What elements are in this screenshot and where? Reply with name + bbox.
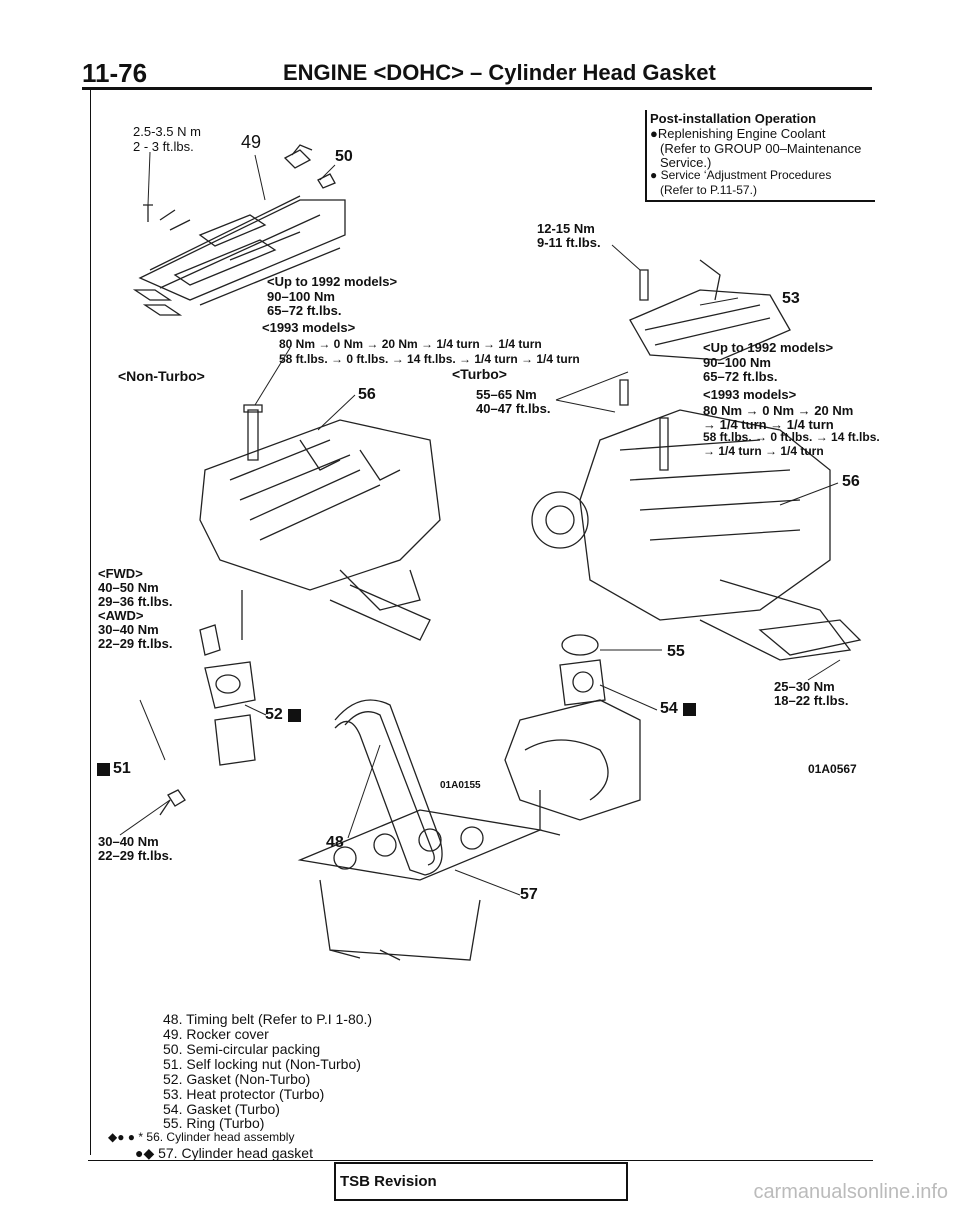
page-number: 11-76 <box>82 58 148 88</box>
timing-belt-drawing <box>334 699 443 876</box>
leader-lines <box>119 151 841 896</box>
torque-spec: <AWD> <box>98 608 144 623</box>
torque-spec: 80 Nm → 0 Nm → 20 Nm → 1/4 turn → 1/4 tu… <box>279 337 542 351</box>
callout-54: 54 <box>660 700 678 717</box>
torque-spec: 65–72 ft.lbs. <box>703 369 778 384</box>
torque-spec: 25–30 Nm <box>774 679 835 694</box>
torque-spec: 2.5-3.5 N m <box>133 124 201 139</box>
torque-spec: 55–65 Nm <box>476 387 537 402</box>
torque-spec: <Up to 1992 models> <box>703 340 834 355</box>
torque-spec: 29–36 ft.lbs. <box>98 594 173 609</box>
torque-spec: 9-11 ft.lbs. <box>537 235 601 250</box>
torque-spec: 18–22 ft.lbs. <box>774 693 849 708</box>
torque-spec: 65–72 ft.lbs. <box>267 303 342 318</box>
torque-spec: 40–47 ft.lbs. <box>476 401 551 416</box>
callout-50: 50 <box>335 148 353 165</box>
packing-50-drawing <box>143 144 336 222</box>
legend-item: ◆● ● * 56. Cylinder head assembly <box>108 1130 295 1144</box>
new-part-mark <box>683 703 696 716</box>
torque-spec: 22–29 ft.lbs. <box>98 848 173 863</box>
left-margin-rule <box>90 90 91 1155</box>
torque-spec: <1993 models> <box>262 320 356 335</box>
torque-spec: 30–40 Nm <box>98 622 159 637</box>
callout-57: 57 <box>520 886 538 903</box>
callout-55: 55 <box>667 643 685 660</box>
legend-item: 54. Gasket (Turbo) <box>163 1101 280 1117</box>
callout-56: 56 <box>358 386 376 403</box>
torque-spec: <1993 models> <box>703 387 797 402</box>
torque-spec: 12-15 Nm <box>537 221 595 236</box>
legend-item: 53. Heat protector (Turbo) <box>163 1086 325 1102</box>
non-turbo-head-drawing <box>199 404 441 641</box>
figure-id: 01A0567 <box>808 762 857 776</box>
torque-spec: <FWD> <box>98 566 143 581</box>
callout-51: 51 <box>113 760 131 777</box>
post-install-line: (Refer to P.11-57.) <box>660 183 757 197</box>
page-title: ENGINE <DOHC> – Cylinder Head Gasket <box>283 60 716 85</box>
callout-48: 48 <box>326 834 344 851</box>
legend-item: ●◆ 57. Cylinder head gasket <box>135 1145 313 1161</box>
post-installation-box <box>645 110 875 202</box>
post-install-line: ● Service ‘Adjustment Procedures <box>650 168 832 182</box>
callout-53: 53 <box>782 290 800 307</box>
torque-spec: 90–100 Nm <box>703 355 771 370</box>
variant-turbo: <Turbo> <box>452 366 507 382</box>
tsb-revision-box <box>334 1162 628 1201</box>
exhaust-manifold-drawing <box>159 624 256 816</box>
footer-rule <box>88 1160 873 1161</box>
torque-spec: <Up to 1992 models> <box>267 274 398 289</box>
torque-spec: → 1/4 turn → 1/4 turn <box>703 417 834 432</box>
torque-spec: 58 ft.lbs. → 0 ft.lbs. → 14 ft.lbs. → 1/… <box>279 352 580 366</box>
torque-spec: 2 - 3 ft.lbs. <box>133 139 194 154</box>
legend-item: 48. Timing belt (Refer to P.I 1-80.) <box>163 1011 373 1027</box>
callout-52: 52 <box>265 706 283 723</box>
torque-spec: 80 Nm → 0 Nm → 20 Nm <box>703 403 854 418</box>
torque-spec: 90–100 Nm <box>267 289 335 304</box>
new-part-mark <box>288 709 301 722</box>
post-install-line: Service.) <box>660 155 712 170</box>
legend-item: 52. Gasket (Non-Turbo) <box>163 1071 311 1087</box>
rocker-cover-drawing <box>132 195 346 316</box>
torque-spec: 40–50 Nm <box>98 580 159 595</box>
legend-item: 55. Ring (Turbo) <box>163 1115 265 1131</box>
new-part-mark <box>97 763 110 776</box>
legend-item: 50. Semi-circular packing <box>163 1041 321 1057</box>
callout-56: 56 <box>842 473 860 490</box>
torque-spec: → 1/4 turn → 1/4 turn <box>703 444 824 458</box>
torque-spec: 22–29 ft.lbs. <box>98 636 173 651</box>
post-install-heading: Post-installation Operation <box>650 111 817 126</box>
post-install-line: ●Replenishing Engine Coolant <box>650 126 826 141</box>
variant-non-turbo: <Non-Turbo> <box>118 368 205 384</box>
legend-item: 51. Self locking nut (Non-Turbo) <box>163 1056 361 1072</box>
legend-item: 49. Rocker cover <box>163 1026 269 1042</box>
tsb-revision-label: TSB Revision <box>340 1173 437 1190</box>
watermark: carmanualsonline.info <box>753 1181 948 1203</box>
figure-id: 01A0155 <box>440 780 481 791</box>
header-rule <box>82 87 872 90</box>
heat-protector-drawing <box>629 259 791 361</box>
torque-spec: 58 ft.lbs. → 0 ft.lbs. → 14 ft.lbs. <box>703 430 880 444</box>
head-gasket-drawing <box>297 809 543 961</box>
torque-spec: 30–40 Nm <box>98 834 159 849</box>
turbocharger-drawing <box>504 634 641 836</box>
turbo-head-drawing <box>531 379 862 661</box>
callout-49: 49 <box>241 132 262 152</box>
post-install-line: (Refer to GROUP 00–Maintenance <box>660 141 862 156</box>
